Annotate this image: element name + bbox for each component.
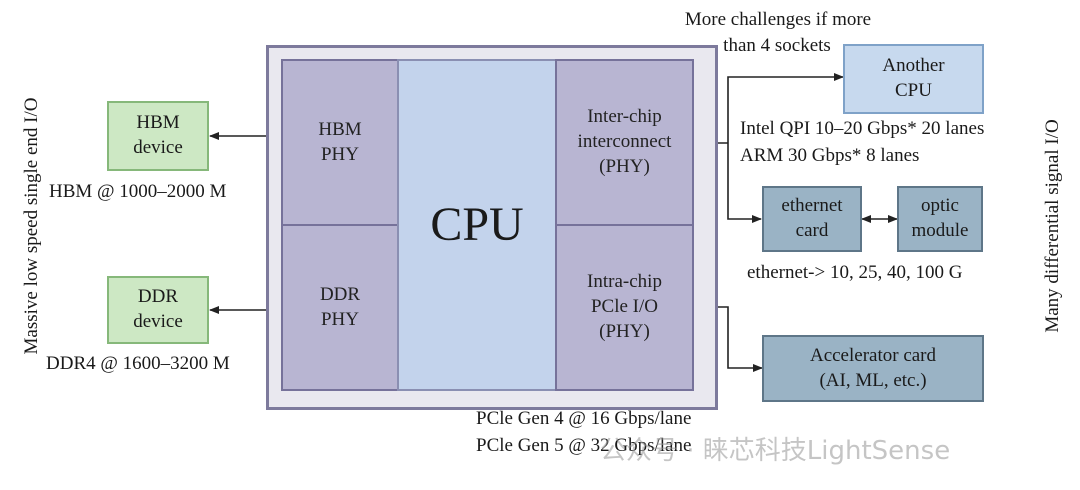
pcie-speed-line2: PCle Gen 5 @ 32 Gbps/lane [476,435,692,456]
hbm-speed-label: HBM @ 1000‒2000 M [49,181,227,202]
hbm-device-box: HBM device [107,101,209,171]
inter-chip-line2: interconnect [577,131,672,153]
another-cpu-line1: Another [882,55,945,77]
another-cpu-box: Another CPU [843,44,984,114]
cpu-core-block: CPU [397,59,557,391]
ddr-phy-line2: PHY [320,308,359,330]
accelerator-line1: Accelerator card [809,344,937,366]
optic-module-box: optic module [897,186,983,252]
inter-chip-line3: (PHY) [599,155,650,177]
intra-chip-line2: PCle I/O [590,296,659,318]
intra-chip-line3: (PHY) [599,320,650,342]
ddr-device-box: DDR device [107,276,209,344]
ddr-device-line1: DDR [137,286,179,308]
another-cpu-line2: CPU [895,80,932,101]
ethernet-speed-label: ethernet-> 10, 25, 40, 100 G [747,262,963,283]
inter-chip-line1: Inter-chip [587,106,662,128]
left-vertical-label: Massive low speed single end I/O [21,97,42,355]
challenge-note-line1: More challenges if more [684,9,872,30]
ddr-device-line2: device [133,311,183,332]
intra-chip-line1: Intra-chip [587,271,662,293]
inter-chip-phy-block: Inter-chip interconnect (PHY) [555,59,694,226]
intra-chip-phy-block: Intra-chip PCle I/O (PHY) [555,224,694,391]
cpu-label: CPU [430,197,524,251]
right-vertical-label: Many differential signal I/O [1042,119,1063,333]
hbm-device-line1: HBM [136,112,180,134]
optic-module-line1: optic [921,195,959,217]
accelerator-card-box: Accelerator card (AI, ML, etc.) [762,335,984,402]
watermark-text: 公众号 · 睐芯科技LightSense [600,436,951,466]
ethernet-card-line2: card [795,220,829,241]
interconnect-speed-line1: Intel QPI 10‒20 Gbps* 20 lanes [740,118,985,139]
hbm-phy-line2: PHY [320,143,359,165]
accelerator-line2: (AI, ML, etc.) [819,369,927,391]
ethernet-card-line1: ethernet [781,195,843,217]
optic-module-line2: module [911,220,969,241]
ethernet-card-box: ethernet card [762,186,862,252]
interconnect-speed-line2: ARM 30 Gbps* 8 lanes [740,145,920,166]
hbm-phy-line1: HBM [318,118,362,140]
ddr-speed-label: DDR4 @ 1600‒3200 M [46,353,230,374]
ethernet-arrow [727,143,762,223]
challenge-note-line2: than 4 sockets [723,35,831,56]
hbm-phy-block: HBM PHY [281,59,399,226]
hbm-device-line2: device [133,137,183,158]
pcie-speed-line1: PCle Gen 4 @ 16 Gbps/lane [476,408,692,429]
ddr-phy-block: DDR PHY [281,224,399,391]
another-cpu-arrow [727,73,844,143]
ddr-phy-line1: DDR [319,283,361,305]
